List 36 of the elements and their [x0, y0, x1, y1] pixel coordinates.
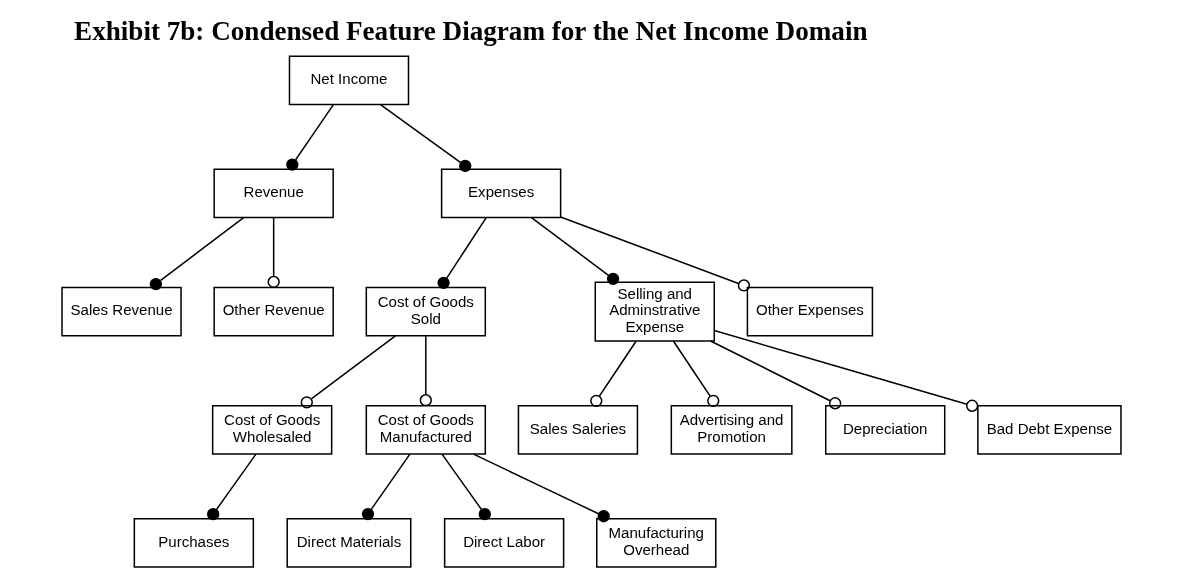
connector	[559, 216, 751, 292]
node-box: Selling and Adminstrative Expense	[594, 281, 716, 342]
node-box: Cost of Goods Wholesaled	[211, 404, 333, 455]
node-box: Other Revenue	[213, 286, 334, 337]
node-box: Other Expenses	[746, 286, 874, 337]
node-box: Expenses	[440, 168, 562, 219]
connector	[590, 340, 637, 407]
node-box: Bad Debt Expense	[977, 404, 1122, 455]
node-box: Sales Revenue	[61, 286, 182, 337]
node-box: Revenue	[213, 168, 334, 219]
connector	[149, 216, 245, 291]
connector	[300, 335, 397, 409]
connector	[419, 335, 432, 407]
connector	[709, 340, 842, 410]
node-box: Cost of Goods Sold	[365, 286, 487, 337]
connector	[437, 216, 487, 289]
node-box: Purchases	[133, 517, 255, 568]
connector	[530, 216, 620, 285]
node-box: Net Income	[288, 55, 410, 106]
node-box: Cost of Goods Manufactured	[365, 404, 487, 455]
connector	[713, 329, 979, 412]
node-box: Manufacturing Overhead	[596, 517, 717, 568]
node-box: Sales Saleries	[517, 404, 639, 455]
connector	[207, 453, 257, 521]
connector	[472, 453, 610, 523]
node-box: Direct Labor	[443, 517, 565, 568]
connector	[267, 216, 280, 289]
node-box: Advertising and Promotion	[670, 404, 793, 455]
connector	[286, 103, 335, 171]
connector	[379, 103, 472, 173]
connector	[441, 453, 491, 521]
node-box: Direct Materials	[286, 517, 412, 568]
node-box: Depreciation	[824, 404, 946, 455]
diagram-title: Exhibit 7b: Condensed Feature Diagram for the Net Income Domain	[74, 16, 868, 47]
connector	[672, 340, 720, 407]
connector	[361, 453, 411, 521]
